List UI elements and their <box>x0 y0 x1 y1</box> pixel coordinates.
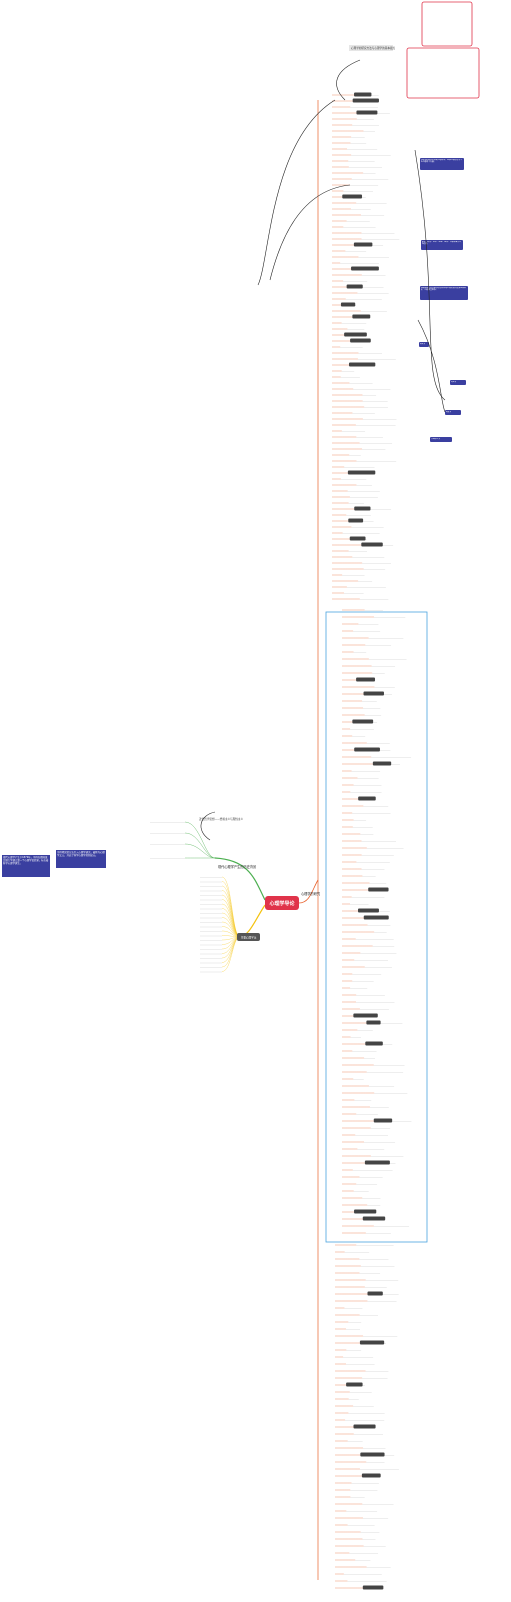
dark-node <box>363 691 384 696</box>
callout-note: 调查法 <box>445 410 461 415</box>
green-branch <box>214 857 266 901</box>
dark-node <box>349 536 366 541</box>
dark-node <box>366 1020 381 1025</box>
dark-node <box>363 915 389 920</box>
dark-node <box>354 92 372 97</box>
dark-node <box>361 542 383 547</box>
dark-node <box>368 887 389 892</box>
top-label: 心理学的研究方法与心理学的基本观点 <box>349 45 396 51</box>
dark-node <box>346 1382 363 1387</box>
dark-node <box>353 242 373 247</box>
svg-text:心理学的研究方法与心理学的基本观点: 心理学的研究方法与心理学的基本观点 <box>351 46 396 50</box>
dark-node <box>356 677 376 682</box>
note-top: 近代哲学思想——经验主义与理性主义 <box>199 817 244 821</box>
dark-node <box>352 98 379 103</box>
dark-node <box>359 1340 385 1345</box>
arc-3 <box>414 149 446 401</box>
arc-1 <box>257 99 336 286</box>
dark-node <box>342 194 363 199</box>
dark-node <box>346 284 363 289</box>
root-node[interactable]: 心理学导论 <box>265 896 299 910</box>
dark-node <box>351 266 379 271</box>
dark-node <box>354 747 380 752</box>
dark-node <box>364 1160 390 1165</box>
yellow-branch <box>239 904 266 938</box>
branch-research[interactable]: 心理学的研究 <box>301 891 321 896</box>
connector-lines <box>150 94 412 1589</box>
dark-node <box>367 1291 383 1296</box>
green-sub <box>184 843 216 859</box>
dark-node <box>365 1041 383 1046</box>
callout-note: 感觉、知觉、记忆、思维、想象、注意等属于认知过程。 <box>421 240 463 250</box>
dark-node <box>353 1424 376 1429</box>
dark-node <box>353 1013 378 1018</box>
dark-node <box>340 302 356 307</box>
dark-node <box>362 1216 386 1221</box>
dark-node <box>362 1585 384 1590</box>
highlight-frame <box>325 611 428 1243</box>
dark-node <box>361 1473 381 1478</box>
green-sub <box>184 821 216 859</box>
branch-schools[interactable]: 主要心理学派 <box>237 933 260 941</box>
callout-note: 心理学的研究对象是心理现象，包括心理过程与个性心理两个方面。 <box>420 158 464 170</box>
branch-history[interactable]: 现代心理学产生的历史背景 <box>218 864 256 869</box>
node-layer <box>340 92 393 1590</box>
svg-text:主要心理学派: 主要心理学派 <box>241 936 257 940</box>
arc-2 <box>269 184 351 281</box>
yellow-sub <box>221 885 241 938</box>
red-frame-top <box>421 1 473 47</box>
dark-node <box>354 1209 377 1214</box>
dark-node <box>352 314 371 319</box>
arc-left <box>200 811 216 841</box>
dark-node <box>358 796 376 801</box>
callout-note: 情绪情感过程与意志过程同样是心理过程的重要组成部分，三者相互联系。 <box>420 286 468 300</box>
note-outer: 现代心理学产生于1879年，冯特在德国莱比锡大学建立第一个心理学实验室，标志着科… <box>2 855 50 877</box>
callout-note: 观察法 <box>419 342 429 347</box>
dark-node <box>356 110 378 115</box>
arc-5 <box>336 59 361 101</box>
dark-node <box>357 908 379 913</box>
yellow-sub <box>221 936 241 963</box>
arc-4 <box>417 319 446 413</box>
dark-node <box>347 470 376 475</box>
callout-note: 个案研究法 <box>430 437 452 442</box>
dark-node <box>352 719 374 724</box>
svg-text:心理学导论: 心理学导论 <box>269 900 295 907</box>
dark-node <box>372 761 392 766</box>
dark-node <box>360 1452 385 1457</box>
dark-node <box>348 362 376 367</box>
dark-node <box>354 506 371 511</box>
dark-node <box>348 518 364 523</box>
dark-node <box>373 1118 393 1123</box>
red-frame-second <box>406 47 480 99</box>
callout-note: 实验法 <box>450 380 466 385</box>
note-inner: 冯特将实验方法引入心理学研究，被称为心理学之父，开启了科学心理学的新纪元。 <box>56 850 106 868</box>
root-to-spine <box>298 879 319 904</box>
dark-node <box>344 332 367 337</box>
dark-node <box>350 338 371 343</box>
callout-group: 心理学的研究对象是心理现象，包括心理过程与个性心理两个方面。感觉、知觉、记忆、思… <box>419 158 468 442</box>
